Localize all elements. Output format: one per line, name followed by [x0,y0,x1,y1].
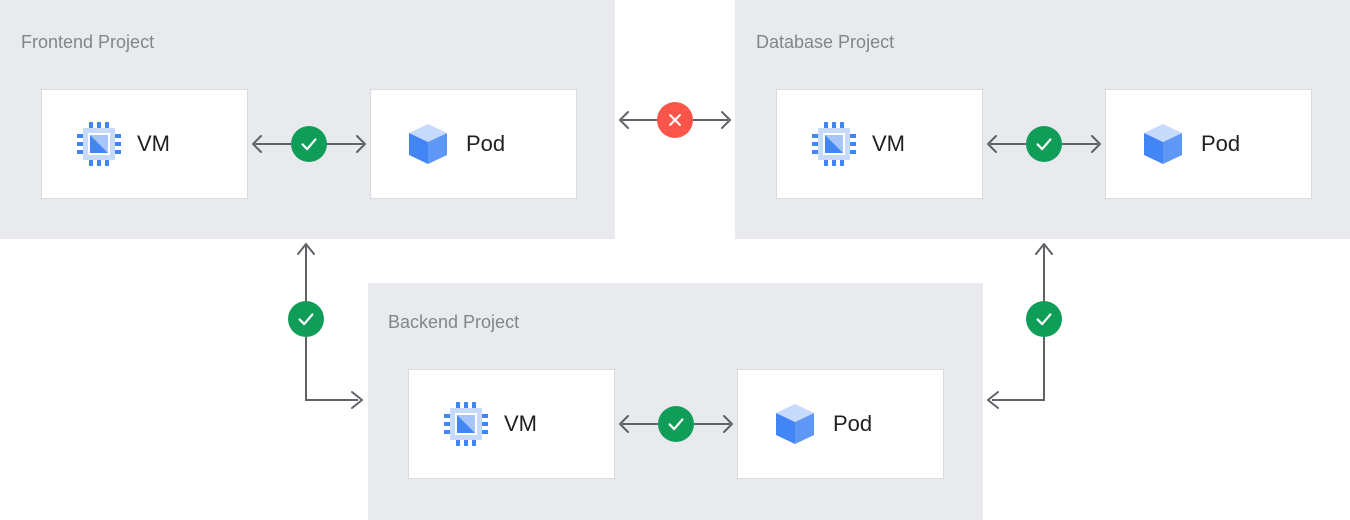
status-badge-allowed[interactable] [288,301,324,337]
cube-icon [771,400,819,448]
status-badge-allowed[interactable] [1026,301,1062,337]
status-badge-allowed[interactable] [1026,126,1062,162]
resource-label: Pod [1201,131,1241,156]
cube-icon [1139,120,1187,168]
resource-label: Pod [833,411,873,436]
check-icon [1036,313,1052,326]
status-badge-allowed[interactable] [658,406,694,442]
connector-backend-database [987,243,1053,409]
check-icon [1036,138,1052,151]
cpu-chip-icon [75,120,123,168]
x-icon [669,114,681,126]
resource-label: VM [872,131,905,156]
check-icon [298,313,314,326]
resource-card-database-pod[interactable]: Pod [1105,89,1312,199]
cpu-chip-icon [810,120,858,168]
status-badge-blocked[interactable] [657,102,693,138]
resource-card-frontend-vm[interactable]: VM [41,89,248,199]
resource-card-frontend-pod[interactable]: Pod [370,89,577,199]
project-title-frontend: Frontend Project [21,32,155,52]
check-icon [301,138,317,151]
resource-label: Pod [466,131,506,156]
cpu-chip-icon [442,400,490,448]
resource-card-backend-pod[interactable]: Pod [737,369,944,479]
resource-card-backend-vm[interactable]: VM [408,369,615,479]
resource-label: VM [137,131,170,156]
check-icon [668,418,684,431]
connector-backend-frontend [297,243,363,409]
resource-label: VM [504,411,537,436]
status-badge-allowed[interactable] [291,126,327,162]
cube-icon [404,120,452,168]
resource-card-database-vm[interactable]: VM [776,89,983,199]
project-title-database: Database Project [756,32,895,52]
project-title-backend: Backend Project [388,312,520,332]
